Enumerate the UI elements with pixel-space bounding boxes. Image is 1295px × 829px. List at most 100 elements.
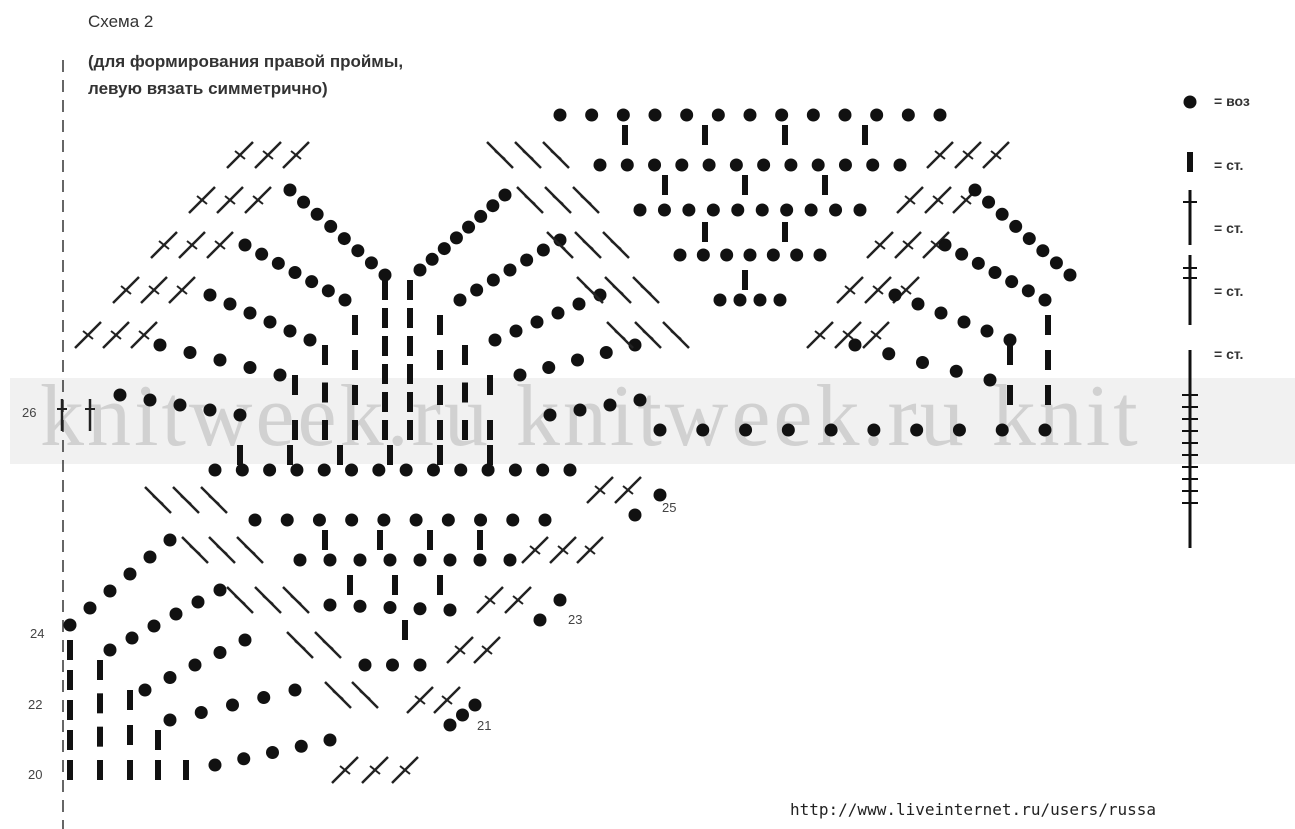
row-label-21: 21 [477,718,492,733]
stitch-bar [387,445,393,465]
tr-cross [594,485,606,495]
stitch-bar [1045,385,1051,405]
stitch-bar [462,420,468,440]
stitch-bar [127,725,133,745]
chain-dot [473,553,487,567]
chain-dot [443,718,457,732]
chain-dot [648,158,662,172]
chain-dot [288,683,302,697]
chain-dot [413,658,427,672]
chain-dot [743,108,757,122]
stitch-bar [352,385,358,405]
chain-dot [194,706,208,719]
tr-cross [582,240,594,250]
stitch-bar [392,575,398,595]
chain-dot [853,203,867,217]
stitch-bar [97,726,103,747]
chain-dot [743,248,757,262]
chain-dot [513,368,527,382]
chain-dot [1049,256,1063,270]
tr-cross [640,285,652,295]
stitch-bar [427,530,433,550]
stitch-bar [183,760,189,780]
chain-dot [351,244,365,258]
chain-dot [310,207,324,221]
tr-cross [120,285,132,295]
tr-cross [152,495,164,505]
chain-dot [620,158,634,172]
chain-dot [203,288,217,302]
tr-cross [990,150,1002,160]
stitch-bar [1187,152,1193,172]
chain-dot [454,463,468,477]
chain-dot [238,633,252,647]
chain-dot [413,263,427,277]
chain-dot [468,698,482,712]
tr-cross [82,330,94,340]
tr-cross [138,330,150,340]
chain-dot [449,231,463,245]
chain-dot [506,513,520,527]
tr-cross [962,150,974,160]
chain-dot [893,158,907,172]
chain-dot [542,361,556,374]
tr-cross [158,240,170,250]
chain-dot [955,247,969,261]
tr-cross [180,495,192,505]
stitch-bar [382,420,388,440]
chain-dot [213,646,227,659]
chain-dot [551,306,565,320]
chain-dot [462,220,476,234]
stitch-bar [347,575,353,595]
legend-text-tr: = ст. [1214,220,1244,236]
chain-dot [628,508,642,522]
chain-dot [680,108,694,122]
tr-cross [441,695,453,705]
chain-dot [399,463,413,477]
tr-cross [550,150,562,160]
tr-cross [110,330,122,340]
tr-cross [176,285,188,295]
stitch-bar [702,222,708,242]
tr-cross [842,330,854,340]
stitch-bar [352,315,358,335]
row-label-26: 26 [22,405,37,420]
stitch-bar [437,350,443,370]
chain-dot [888,288,902,302]
chain-dot [1003,333,1017,347]
stitch-bar [407,336,413,356]
chain-dot [824,423,838,437]
chain-dot [303,333,317,347]
chain-dot [358,658,372,672]
legend-text-dtr: = ст. [1214,283,1244,299]
tr-cross [332,690,344,700]
stitch-bar [382,308,388,328]
tr-cross [614,330,626,340]
tr-cross [216,545,228,555]
tr-cross [290,595,302,605]
chain-dot [593,158,607,172]
tr-cross [622,485,634,495]
chain-dot [1038,423,1052,437]
tr-cross [670,330,682,340]
chain-dot [443,603,457,617]
chain-dot [995,207,1009,221]
chain-dot [563,463,577,477]
chain-dot [263,315,277,329]
tr-cross [529,545,541,555]
chain-dot [755,203,769,217]
tr-cross [814,330,826,340]
chain-dot [413,602,427,616]
tr-cross [580,195,592,205]
chain-dot [353,553,367,567]
chain-dot [63,618,77,632]
chain-dot [934,306,948,320]
chain-dot [729,158,743,172]
stitch-bar [782,125,788,145]
chain-dot [83,601,97,615]
tr-cross [642,330,654,340]
chain-dot [980,324,994,338]
chain-dot [426,463,440,477]
chain-dot [1063,268,1077,282]
chain-dot [208,463,222,477]
